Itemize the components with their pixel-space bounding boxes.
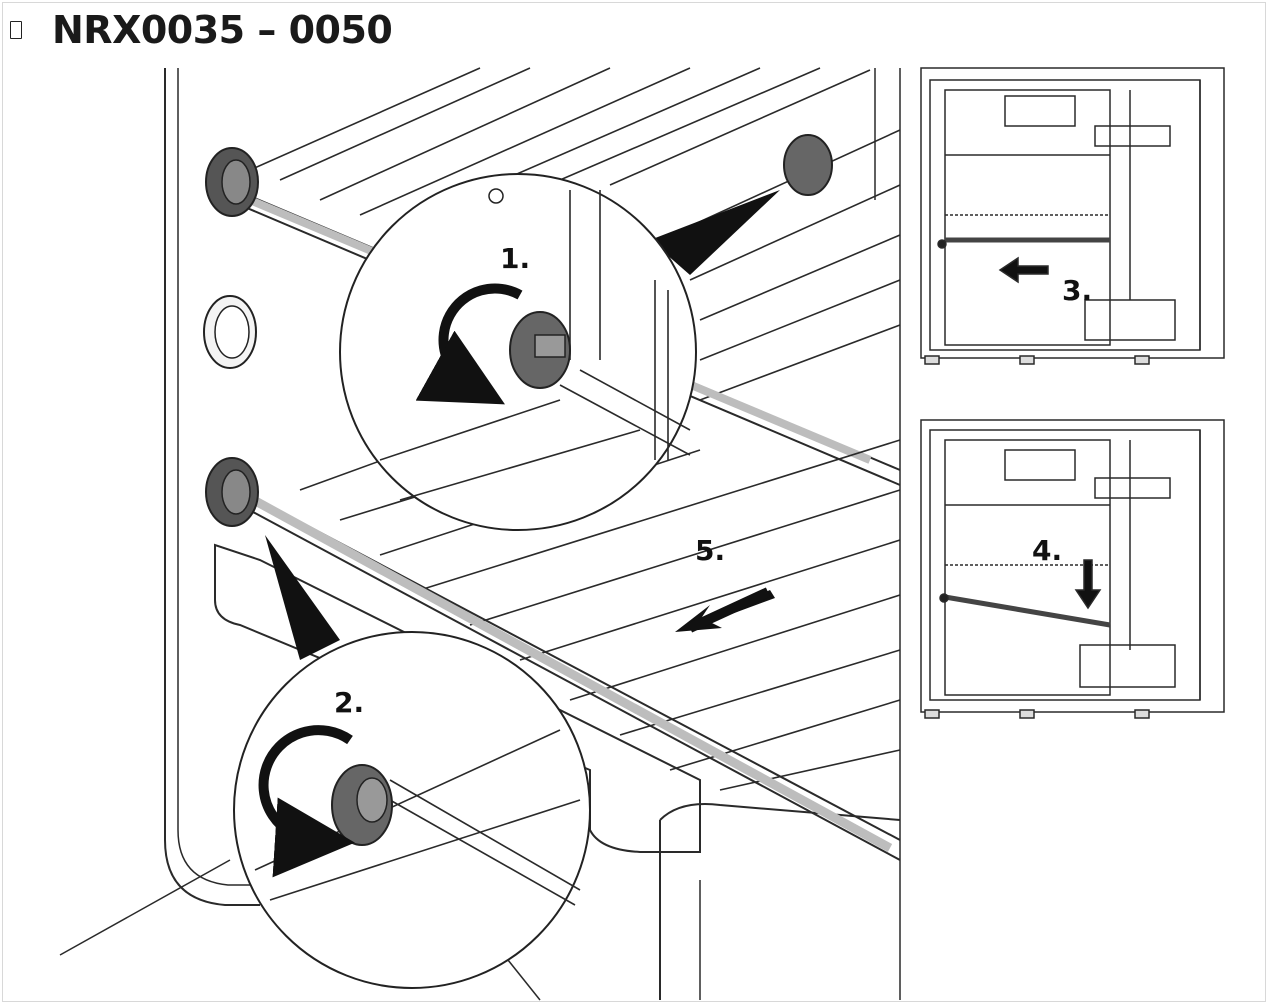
shelf-knob-lower <box>205 457 259 527</box>
down-arrow-icon <box>1074 559 1102 610</box>
fridge-view-step3 <box>920 67 1225 365</box>
pull-arrow-shaft <box>687 587 771 633</box>
wall-grommet <box>203 295 257 369</box>
detail-circle-2 <box>233 631 591 989</box>
page-header: NRX0035 – 0050 <box>10 6 393 54</box>
shelf-knob-rear <box>783 134 833 196</box>
image-placeholder-icon <box>10 21 22 39</box>
detail-circle-1 <box>339 173 697 531</box>
left-arrow-icon <box>998 256 1049 284</box>
step-label-4: 4. <box>1032 534 1062 567</box>
shelf-knob-upper <box>205 147 259 217</box>
fridge-view-step4 <box>920 419 1225 719</box>
step-label-5: 5. <box>695 534 725 567</box>
step-label-1: 1. <box>500 242 530 275</box>
callout-pointer-1 <box>650 190 780 275</box>
callout-pointer-2 <box>265 535 340 660</box>
page-title: NRX0035 – 0050 <box>52 8 393 52</box>
rotate-arrow-icon <box>415 283 523 405</box>
step-label-2: 2. <box>334 686 364 719</box>
rotate-arrow-icon <box>258 725 355 878</box>
step-label-3: 3. <box>1062 274 1092 307</box>
